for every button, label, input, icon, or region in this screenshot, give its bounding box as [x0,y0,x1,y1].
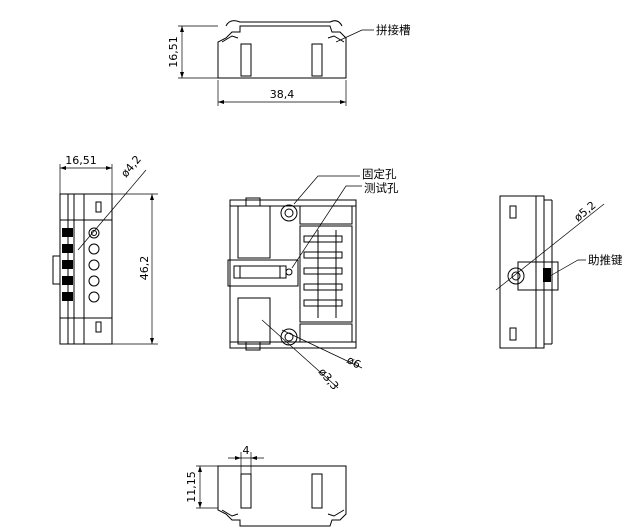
right-hole-dim: ø5,2 [572,199,599,225]
callout-push-key: 助推键 [588,253,623,267]
top-view: 16,51 38,4 拼接槽 [167,20,411,106]
callout-test-hole: 测试孔 [364,181,399,195]
left-hole-dim: ø4,2 [118,153,144,180]
bottom-slot-dim: 4 [243,444,250,457]
right-view: ø5,2 助推键 [495,195,623,349]
top-width-dim: 38,4 [270,88,295,101]
left-height-dim: 46,2 [138,256,151,281]
front-dim-a: ø3,3 [316,366,342,393]
callout-fixing-hole: 固定孔 [362,167,397,181]
front-view: 固定孔 测试孔 ø3,3 ø6 [227,167,399,393]
top-height-dim: 16,51 [167,36,180,68]
left-view: 16,51 ø4,2 46,2 [52,153,158,345]
front-dim-b: ø6 [345,353,363,371]
left-width-dim: 16,51 [65,154,97,167]
bottom-view: 4 11,15 [185,444,347,527]
bottom-height-dim: 11,15 [185,471,198,503]
callout-splice-slot: 拼接槽 [376,23,411,37]
